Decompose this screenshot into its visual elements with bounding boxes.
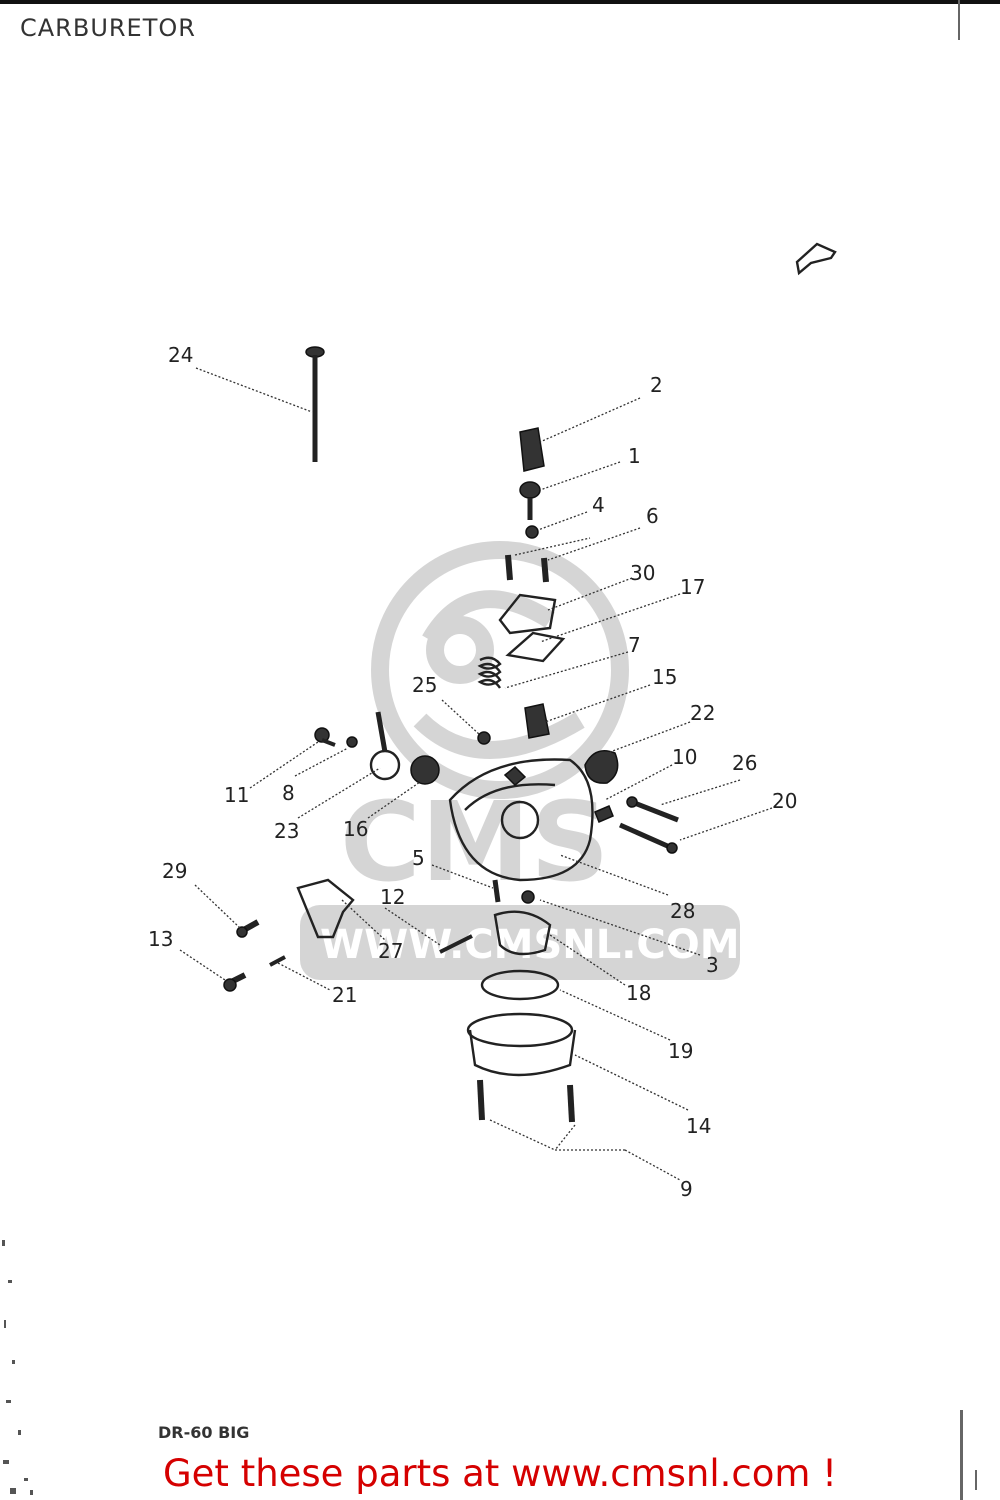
label-19: 19 (668, 1039, 693, 1063)
label-20: 20 (772, 789, 797, 813)
label-16: 16 (343, 817, 368, 841)
part-23-lever (369, 711, 401, 781)
part-29-screw (236, 919, 260, 938)
scan-noise-left (2, 1240, 33, 1495)
label-26: 26 (732, 751, 757, 775)
direction-arrow-icon (795, 242, 837, 276)
part-5-needle (492, 879, 501, 903)
part-28-carburetor-body (448, 758, 594, 882)
part-22-choke (584, 750, 619, 784)
part-labels: 1 2 3 4 5 6 7 8 9 10 11 12 13 14 15 16 1… (148, 343, 797, 1201)
page-title: CARBURETOR (20, 14, 196, 42)
label-28: 28 (670, 899, 695, 923)
label-30: 30 (630, 561, 655, 585)
label-18: 18 (626, 981, 651, 1005)
cta-link[interactable]: Get these parts at www.cmsnl.com ! (162, 1452, 837, 1495)
label-9: 9 (680, 1177, 693, 1201)
part-3-jet (521, 890, 535, 904)
part-15-valve (524, 703, 550, 739)
cta-banner: Get these parts at www.cmsnl.com ! (0, 1452, 1000, 1495)
part-6-screws (505, 554, 549, 583)
part-24-rod (305, 346, 325, 462)
watermark-url: WWW.CMSNL.COM (320, 922, 740, 968)
label-27: 27 (378, 939, 403, 963)
part-21-spring (269, 955, 286, 967)
watermark-url-band (300, 905, 740, 980)
leader-lines (179, 367, 773, 1181)
label-12: 12 (380, 885, 405, 909)
part-27-bracket (296, 878, 355, 939)
label-14: 14 (686, 1114, 711, 1138)
part-18-float (493, 910, 552, 956)
part-10-pin (594, 805, 614, 823)
part-25-plug (477, 731, 491, 745)
label-23: 23 (274, 819, 299, 843)
part-14-float-bowl (466, 1012, 577, 1077)
label-8: 8 (282, 781, 295, 805)
label-2: 2 (650, 373, 663, 397)
label-22: 22 (690, 701, 715, 725)
part-13-screw (223, 972, 247, 992)
label-24: 24 (168, 343, 193, 367)
label-15: 15 (652, 665, 677, 689)
part-9-screws (477, 1079, 575, 1123)
part-1-adjuster (519, 481, 541, 520)
label-11: 11 (224, 783, 249, 807)
diagram-reference: DR-60 BIG (158, 1423, 250, 1442)
part-20-screw (618, 822, 678, 854)
label-5: 5 (412, 846, 425, 870)
label-25: 25 (412, 673, 437, 697)
part-4-washer (525, 525, 539, 539)
part-26-screw (626, 796, 679, 823)
part-7-spring (477, 656, 502, 689)
label-3: 3 (706, 953, 719, 977)
label-7: 7 (628, 633, 641, 657)
part-11-screw (314, 727, 336, 747)
label-13: 13 (148, 927, 173, 951)
label-1: 1 (628, 444, 641, 468)
part-19-gasket-ring (480, 969, 560, 1001)
part-30-cover (498, 593, 557, 635)
scan-noise-right (958, 0, 977, 1500)
part-2-cap (519, 427, 545, 472)
label-17: 17 (680, 575, 705, 599)
label-29: 29 (162, 859, 187, 883)
label-6: 6 (646, 504, 659, 528)
label-10: 10 (672, 745, 697, 769)
part-12-pin (439, 934, 473, 954)
watermark-letters: CMS (340, 778, 609, 906)
label-21: 21 (332, 983, 357, 1007)
label-4: 4 (592, 493, 605, 517)
top-border-line (0, 0, 1000, 4)
part-16-disc (410, 755, 440, 785)
part-17-gasket (505, 631, 566, 663)
part-8-washer (346, 736, 358, 748)
